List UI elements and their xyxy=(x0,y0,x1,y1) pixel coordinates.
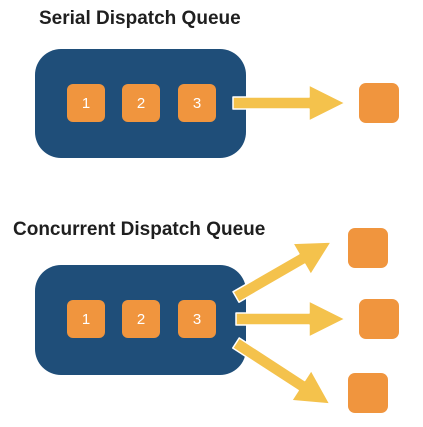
concurrent-task-3: 3 xyxy=(178,300,216,338)
serial-task-3: 3 xyxy=(178,84,216,122)
serial-queue-title: Serial Dispatch Queue xyxy=(39,8,241,29)
concurrent-output-task-middle xyxy=(359,299,399,339)
serial-output-task xyxy=(359,83,399,123)
concurrent-output-task-bottom xyxy=(348,373,388,413)
concurrent-queue-title: Concurrent Dispatch Queue xyxy=(13,219,266,240)
concurrent-output-task-top xyxy=(348,228,388,268)
serial-arrow xyxy=(232,84,346,122)
concurrent-task-2: 2 xyxy=(122,300,160,338)
serial-task-1: 1 xyxy=(67,84,105,122)
concurrent-arrow-down xyxy=(231,337,331,405)
concurrent-arrow-middle xyxy=(235,300,346,338)
concurrent-arrow-up xyxy=(232,241,333,303)
concurrent-task-1: 1 xyxy=(67,300,105,338)
serial-task-2: 2 xyxy=(122,84,160,122)
